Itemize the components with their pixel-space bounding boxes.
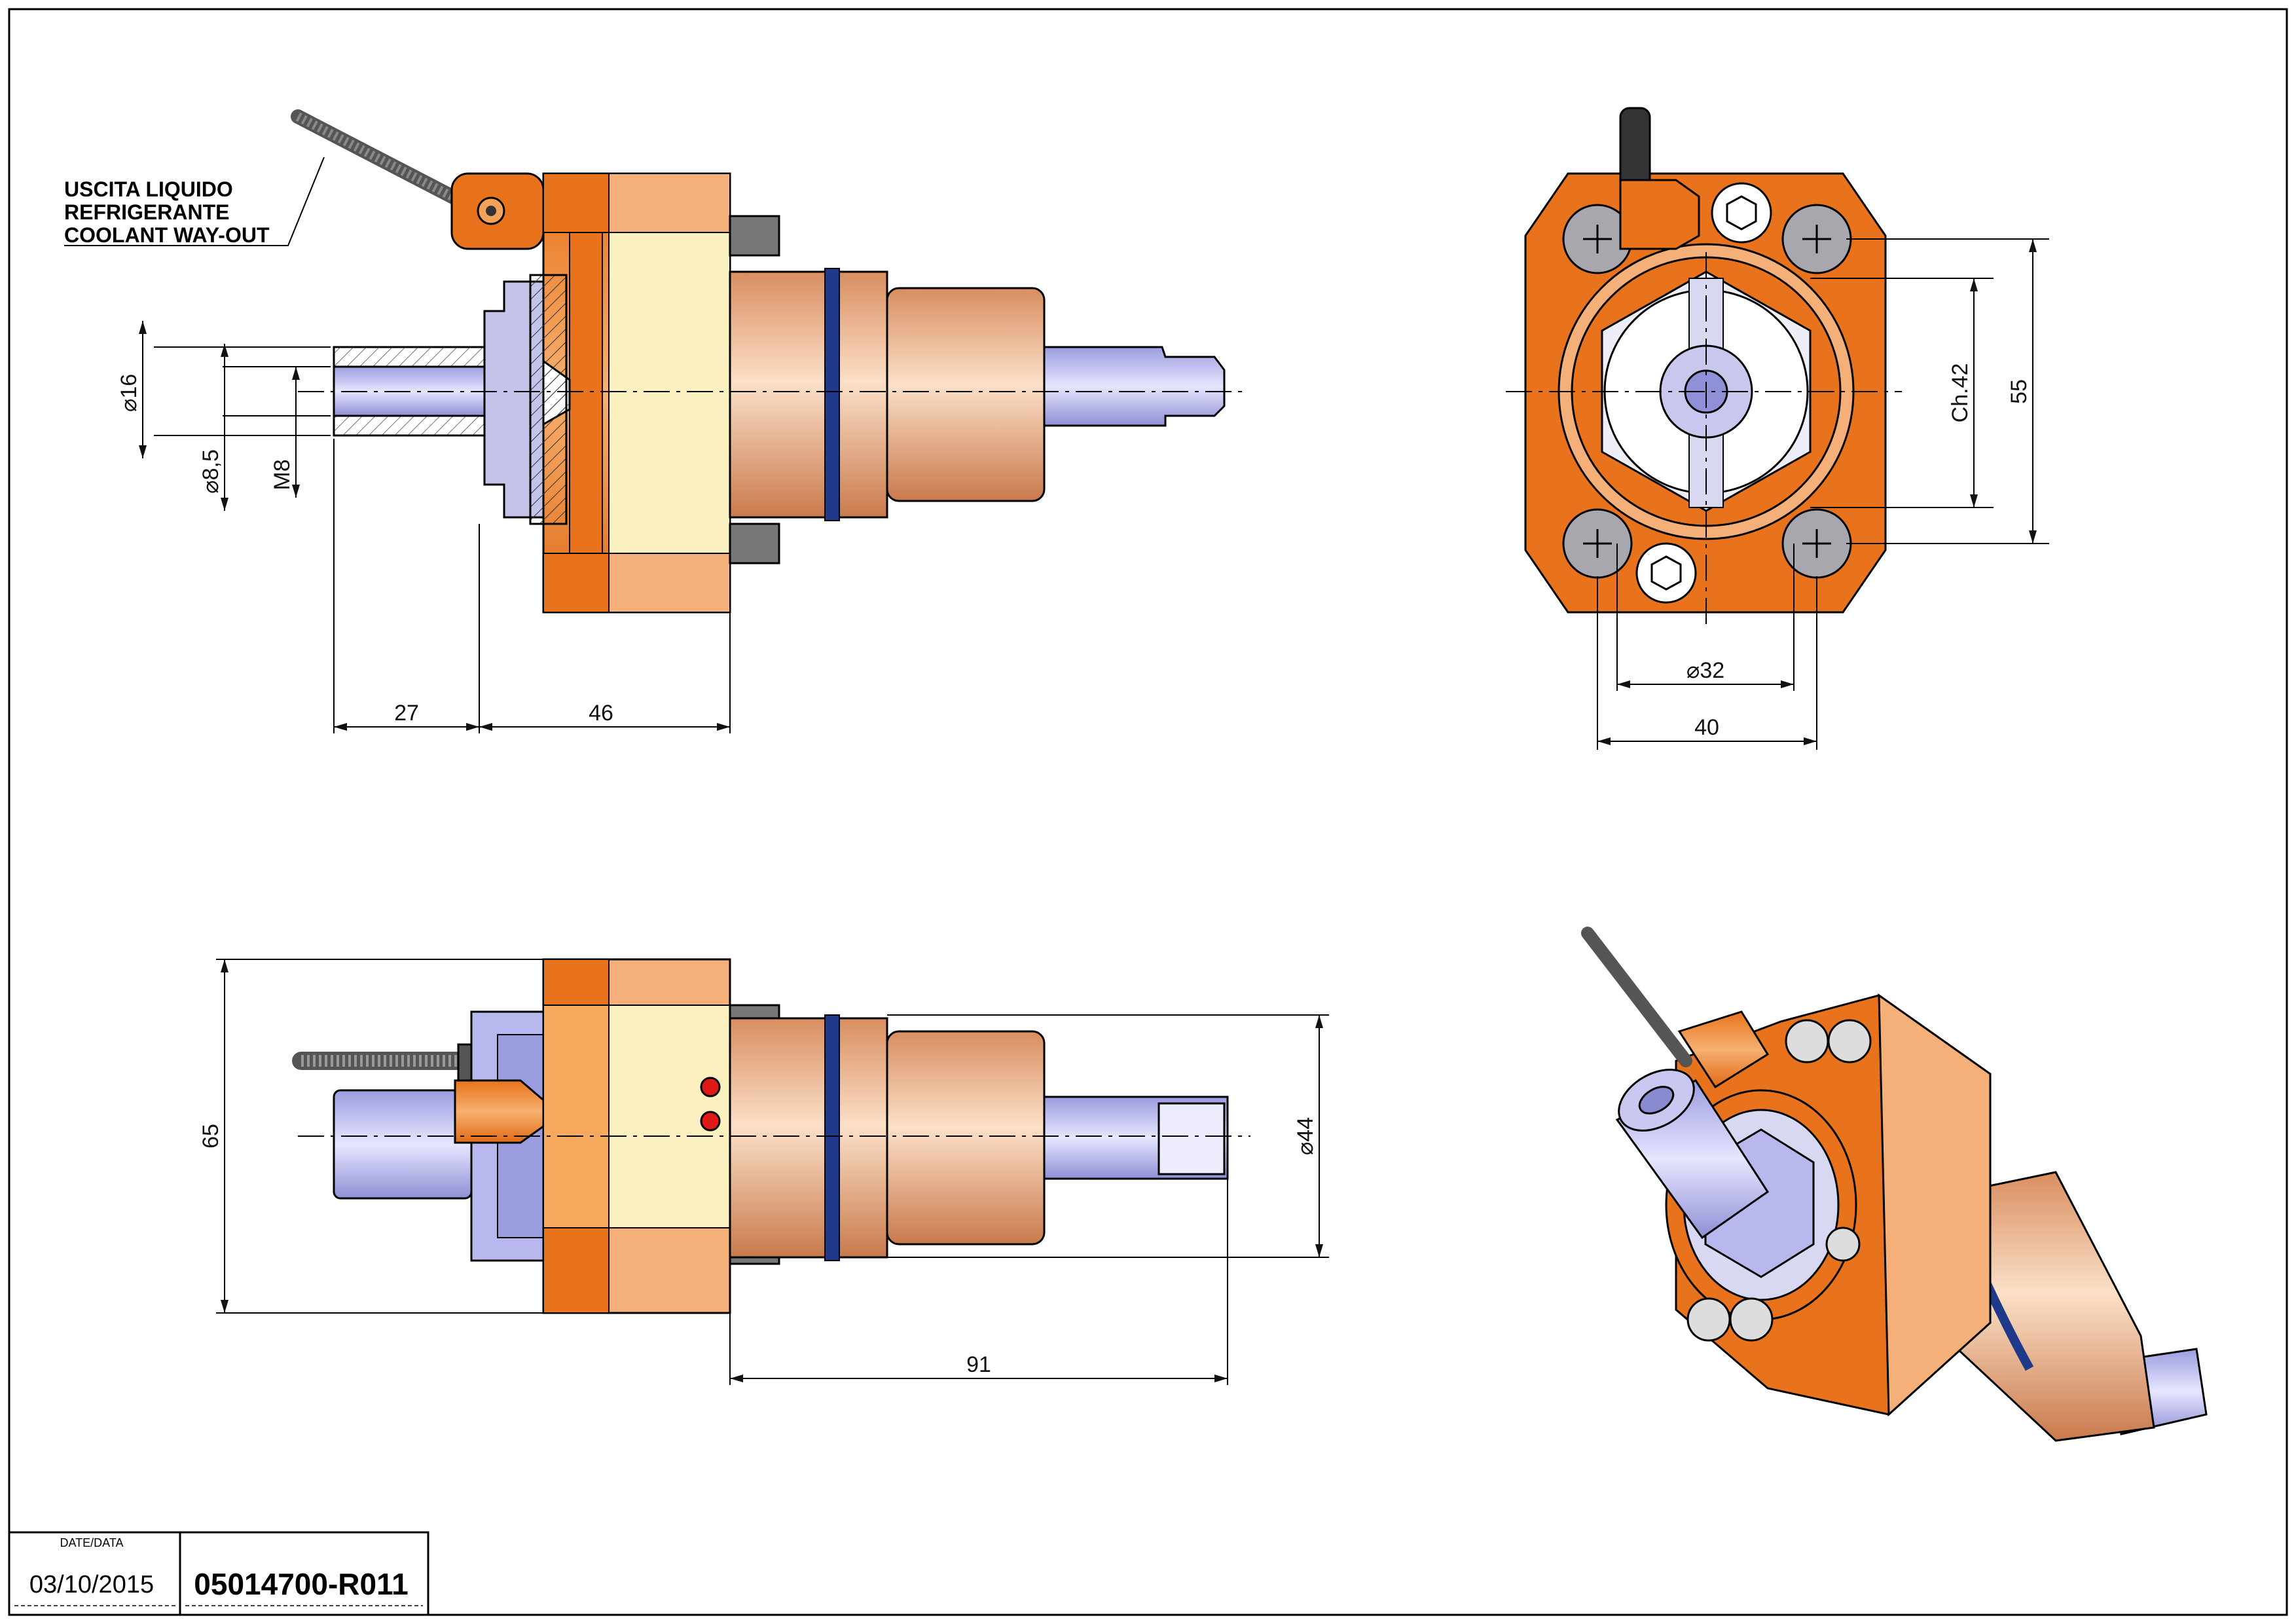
dim-diameter-44: ⌀44 [887,1014,1329,1258]
isometric-view [1581,927,2208,1442]
dim-length-27-46: 27 46 [333,439,731,733]
svg-text:⌀16: ⌀16 [117,374,141,412]
dim-16-value: 16 [117,374,141,399]
side-coolant-nut [454,1079,545,1144]
sheet-border [8,8,2288,1616]
svg-text:⌀32: ⌀32 [1686,658,1724,683]
dim-46-value: 46 [589,701,613,726]
note-line-1: USCITA LIQUIDO [64,177,233,201]
dim-diameter-8-5: ⌀8,5 [198,344,331,511]
side-body [729,1017,888,1259]
indicator-dot-1 [700,1077,721,1098]
collet-section [333,274,571,525]
side-section-view: USCITA LIQUIDO REFRIGERANTE COOLANT WAY-… [64,109,1244,733]
dim-91-value: 91 [966,1352,991,1377]
iso-coolant-nut [1677,1010,1770,1089]
note-line-2: REFRIGERANTE [64,200,229,224]
dim-8-5-value: 8,5 [198,449,223,480]
dim-44-value: 44 [1293,1117,1318,1142]
title-block: DATE/DATA 03/10/2015 05014700-R011 [8,1531,429,1616]
date-label: DATE/DATA [60,1536,123,1549]
hex-plug-bottom [1635,542,1697,604]
date-value: 03/10/2015 [29,1571,154,1598]
svg-text:⌀8,5: ⌀8,5 [198,449,223,494]
dim-thread-m8: M8 [270,367,300,498]
indicator-dot-2 [700,1111,721,1132]
dim-ch42-value: Ch.42 [1948,363,1973,423]
dim-32-value: 32 [1700,658,1724,683]
o-ring [824,268,840,521]
drawing-code: 05014700-R011 [194,1567,408,1601]
output-shaft [1043,346,1226,427]
hex-plug-top [1711,182,1772,244]
side-view: 65 ⌀44 91 [198,958,1329,1385]
flange-screw-bottom [729,523,780,564]
note-leader [64,157,325,246]
flange-screw-top [729,215,780,257]
dim-91: 91 [729,1179,1228,1385]
coolant-threaded-rod [291,109,465,207]
dim-65-value: 65 [198,1124,223,1149]
coolant-nut [450,172,545,250]
flange-center-face [608,232,731,554]
dim-diameter-32: ⌀32 [1616,544,1795,691]
svg-text:⌀44: ⌀44 [1293,1117,1318,1155]
dim-diameter-16: ⌀16 [117,321,331,458]
dim-40: 40 [1597,576,1817,750]
note-line-3: COOLANT WAY-OUT [64,223,270,247]
dim-m8-value: M8 [270,459,295,490]
dim-40-value: 40 [1694,715,1719,740]
front-screw-bottom-right [1781,508,1852,579]
body-cylinder [729,270,888,519]
dim-55: 55 [1846,238,2049,544]
dim-65: 65 [198,959,543,1314]
dim-ch42: Ch.42 [1810,278,1994,508]
nose-cylinder [886,287,1046,502]
front-screw-bottom-left [1562,508,1633,579]
front-screw-top-right [1781,204,1852,274]
dim-27-value: 27 [394,701,419,726]
side-collet-shaft [333,1089,473,1200]
dim-55-value: 55 [2007,379,2032,404]
front-view: Ch.42 55 ⌀32 40 [1506,107,2049,750]
